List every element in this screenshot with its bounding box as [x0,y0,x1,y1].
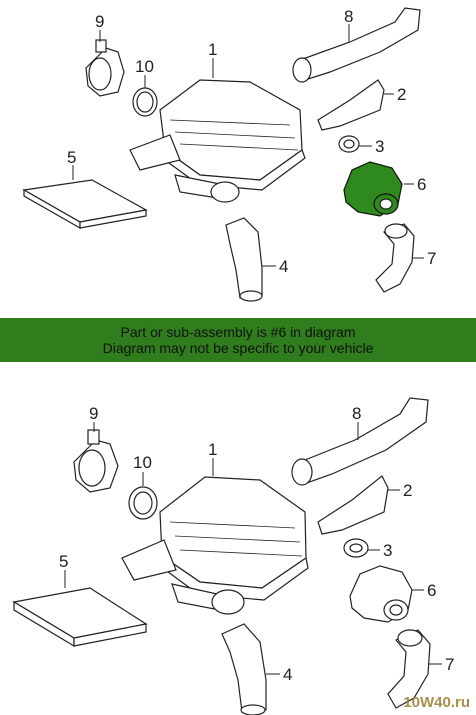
site-watermark: 10W40.ru [403,694,470,711]
callout-6-detail: 6 [427,581,436,600]
part-4-hose[interactable] [225,217,263,302]
part-6-highlighted[interactable] [343,161,403,217]
callout-4: 4 [279,257,288,276]
callout-1-detail: 1 [208,440,217,459]
banner-line-2: Diagram may not be specific to your vehi… [102,340,374,356]
part-1-air-filter-housing[interactable] [129,79,306,203]
diagram-bottom-svg: 9 10 1 5 8 2 3 [12,397,454,715]
part-10-hose-clamp[interactable] [132,87,158,117]
part-2-bracket[interactable] [317,79,385,131]
part-3-grommet[interactable] [338,135,360,153]
part-1-air-filter-housing-detail[interactable] [121,476,309,615]
part-9-air-mass-meter-detail[interactable] [73,429,119,493]
callout-1: 1 [208,40,217,59]
diagram-top: 9 10 1 5 8 2 3 [0,0,476,318]
callout-10-detail: 10 [133,453,152,472]
part-5-filter-element[interactable] [22,179,148,230]
callout-9: 9 [95,12,104,31]
callout-3-detail: 3 [383,541,392,560]
diagram-top-svg: 9 10 1 5 8 2 3 [22,7,436,302]
callout-8-detail: 8 [352,404,361,423]
callout-10: 10 [135,57,154,76]
callout-7-detail: 7 [445,655,454,674]
part-5-filter-element-detail[interactable] [12,587,148,648]
callout-4-detail: 4 [283,665,292,684]
callout-3: 3 [375,137,384,156]
callout-8: 8 [344,7,353,26]
part-10-hose-clamp-detail[interactable] [128,486,158,520]
callout-2-detail: 2 [403,481,412,500]
callout-5-detail: 5 [59,552,68,571]
info-banner: Part or sub-assembly is #6 in diagram Di… [0,318,476,362]
diagram-bottom: 9 10 1 5 8 2 3 [0,362,476,715]
part-8-intake-duct-detail[interactable] [291,397,429,486]
part-4-hose-detail[interactable] [221,623,267,715]
part-2-bracket-detail[interactable] [317,475,389,535]
part-7-hose-detail[interactable] [387,629,431,709]
banner-line-1: Part or sub-assembly is #6 in diagram [120,324,356,340]
callout-7: 7 [427,249,436,268]
callout-6: 6 [417,175,426,194]
part-6-detail[interactable] [349,565,413,623]
part-7-hose[interactable] [375,223,415,293]
callout-9-detail: 9 [89,404,98,423]
part-8-intake-duct[interactable] [292,7,421,83]
callout-2: 2 [397,85,406,104]
part-9-air-mass-meter[interactable] [85,39,125,97]
part-3-grommet-detail[interactable] [343,538,369,558]
callout-5: 5 [67,148,76,167]
